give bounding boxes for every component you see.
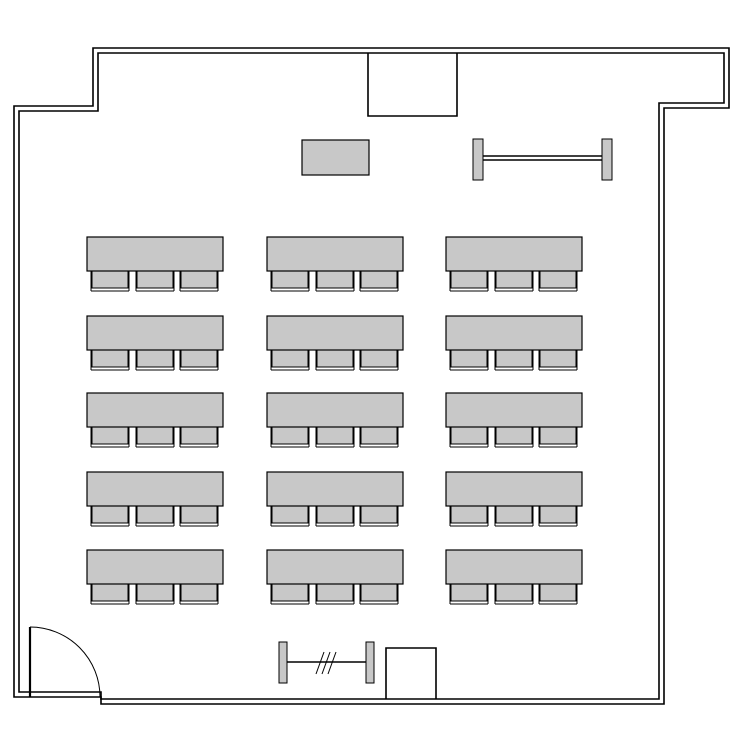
desk [86,236,224,272]
desk-unit [86,315,224,371]
door [28,626,101,698]
rear-screen-break-mark [315,651,337,675]
desk [86,392,224,428]
chair [494,346,534,371]
chair [538,502,578,527]
front-screen-post-right [601,138,613,181]
chair [179,423,219,448]
chair [270,346,310,371]
desk-unit [266,315,404,371]
chair [90,580,130,605]
chair [538,346,578,371]
front-screen-post-left [472,138,484,181]
desk [266,315,404,351]
chair [135,346,175,371]
break-stroke-1 [315,651,325,675]
chair [359,423,399,448]
front-projection-screen [472,138,613,181]
inner-wall [18,52,725,700]
desk-grid [86,236,583,605]
chair [90,423,130,448]
door-swing-arc [29,626,101,698]
desk-unit [86,392,224,448]
desk [445,315,583,351]
desk-unit [86,549,224,605]
chair [315,423,355,448]
chair [135,580,175,605]
chair [538,423,578,448]
chair [135,267,175,292]
desk [266,392,404,428]
rear-projection-screen [278,641,375,684]
desk [86,471,224,507]
desk-unit [266,392,404,448]
chair [359,502,399,527]
chair [315,580,355,605]
chair [315,346,355,371]
desk [266,236,404,272]
desk [445,392,583,428]
desk-unit [86,236,224,292]
chair [449,267,489,292]
desk-unit [266,471,404,527]
desk-unit [445,315,583,371]
chair [494,267,534,292]
chair [449,423,489,448]
desk-unit [266,549,404,605]
room-walls [13,47,730,705]
desk-unit [445,471,583,527]
chair [90,267,130,292]
chair [270,267,310,292]
desk-unit [445,236,583,292]
chair [449,580,489,605]
desk [266,549,404,585]
desk-unit [445,392,583,448]
desk [445,471,583,507]
top-wall-notch [367,53,458,117]
desk [86,315,224,351]
outer-wall [13,47,730,705]
chair [449,502,489,527]
desk [86,549,224,585]
desk [445,549,583,585]
rear-screen-post-left [278,641,288,684]
rear-screen-post-right [365,641,375,684]
desk-unit [445,549,583,605]
desk [266,471,404,507]
lectern [301,139,370,176]
chair [135,423,175,448]
break-stroke-2 [321,651,331,675]
break-stroke-3 [327,651,337,675]
desk-unit [266,236,404,292]
desk [445,236,583,272]
chair [494,580,534,605]
column-notch [385,647,437,699]
desk-unit [86,471,224,527]
